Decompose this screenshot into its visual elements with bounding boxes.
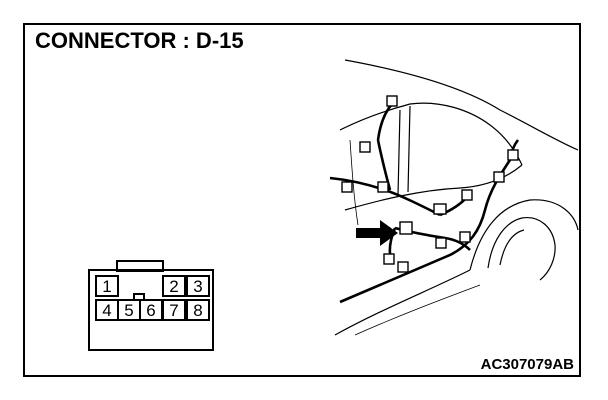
connector-pillar-top [386,95,398,107]
pin-labels: 1 2 3 4 5 6 7 8 [102,277,202,320]
pin-cell-1 [95,275,119,297]
pin-label-6: 6 [146,301,155,320]
roof-line [344,59,579,151]
connector-body [88,269,214,351]
connector-pillar-mid [359,141,371,153]
connector-floor-rear [459,231,471,243]
wheel-arch [469,199,579,271]
wheel-inner [499,229,525,266]
pin-label-7: 7 [169,301,178,320]
pin-cell-7 [162,299,186,321]
connector-face [88,260,214,351]
rocker-line [334,269,471,336]
pin-cell-3 [186,275,210,297]
connector-floor-front [377,181,389,193]
pointer-arrow [356,220,398,246]
door-edge [349,139,359,226]
harness-main-lower [339,159,512,304]
connector-door [341,181,353,193]
pin-cell-2 [162,275,186,297]
figure-code: AC307079AB [480,356,574,373]
b-pillar-front [397,109,401,196]
harness-connectors [341,95,519,273]
pin-cell-8 [186,299,210,321]
harness-branch-down [376,139,392,191]
vehicle-illustration [334,59,579,336]
connector-floor-mid [435,237,447,249]
pin-label-3: 3 [193,277,202,296]
pin-label-5: 5 [124,301,133,320]
b-pillar-rear [407,105,411,193]
diagram-frame: CONNECTOR : D-15 AC307079AB [23,23,581,377]
lower-body-line [354,284,481,336]
window-top-line [339,102,523,166]
diagram-title: CONNECTOR : D-15 [35,28,244,53]
wiring-harness [329,103,520,304]
connector-rear-2 [507,149,519,161]
pin-label-2: 2 [169,277,178,296]
connector-floor-low [383,253,395,265]
window-sill-line [344,164,523,211]
connector-rear-1 [493,171,505,183]
wheel [487,217,556,281]
pin-label-8: 8 [193,301,202,320]
pin-label-4: 4 [102,301,111,320]
keyway [133,293,145,301]
pin-label-1: 1 [102,277,111,296]
connector-d15 [399,221,413,235]
connector-floor-low2 [397,261,409,273]
connector-sill [433,203,447,215]
connector-sill-rear [461,189,473,201]
